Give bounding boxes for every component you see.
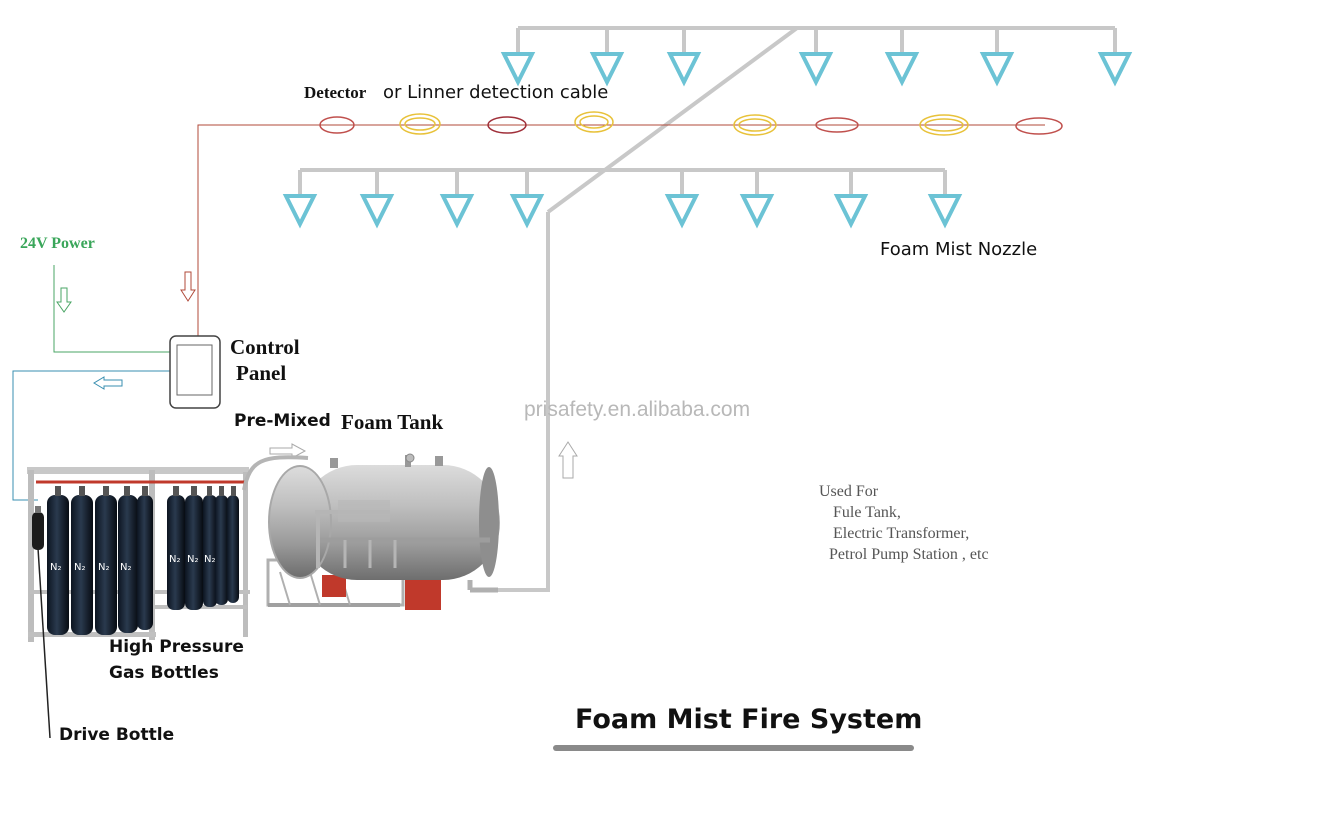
gas-bottle-icon	[47, 495, 69, 635]
tank-inlet-arrow-icon	[269, 443, 307, 459]
bottle-marking: N₂	[204, 554, 216, 565]
gas-bottles-label-line1: High Pressure	[109, 637, 244, 657]
bottle-marking: N₂	[50, 562, 62, 573]
gas-bottle-icon	[227, 495, 239, 603]
bottle-labels: N₂ N₂ N₂ N₂ N₂ N₂ N₂	[50, 554, 216, 573]
title-underline	[553, 745, 914, 751]
nozzle-icon	[282, 194, 318, 229]
gas-bottle-icon	[167, 495, 185, 610]
nozzle-icon	[884, 52, 920, 87]
watermark: prisafety.en.alibaba.com	[524, 398, 751, 421]
lower-nozzle-manifold	[298, 168, 947, 194]
gas-supply-pipe	[242, 455, 309, 491]
detector-icon	[1015, 117, 1063, 135]
foam-tank-icon	[266, 453, 500, 610]
drive-bottle-icon	[32, 506, 44, 550]
used-for-heading: Used For	[819, 483, 879, 500]
lower-nozzles	[282, 194, 963, 229]
upper-nozzles	[500, 52, 1133, 87]
gas-bottle-rack: N₂ N₂ N₂ N₂ N₂ N₂ N₂	[27, 467, 250, 642]
release-signal-line	[12, 370, 172, 501]
bottle-marking: N₂	[98, 562, 110, 573]
foam-tank-label: Foam Tank	[341, 410, 444, 434]
main-riser-pipe	[495, 26, 799, 592]
nozzle-icon	[927, 194, 963, 229]
control-panel-label-line2: Panel	[236, 361, 287, 385]
bottle-marking: N₂	[74, 562, 86, 573]
power-line	[53, 265, 172, 353]
bottle-valves	[55, 486, 236, 496]
nozzle-label: Foam Mist Nozzle	[880, 239, 1038, 260]
detection-cable-label: or Linner detection cable	[383, 82, 609, 103]
bottle-marking: N₂	[120, 562, 132, 573]
used-for-item: Electric Transformer,	[833, 525, 970, 542]
detection-cable	[197, 124, 1045, 340]
control-panel-icon	[169, 335, 221, 409]
detector-label: Detector	[304, 83, 367, 102]
nozzle-icon	[739, 194, 775, 229]
detector-icon	[574, 111, 614, 133]
bottle-marking: N₂	[169, 554, 181, 565]
drive-bottle-pointer	[37, 547, 51, 739]
used-for-item: Petrol Pump Station , etc	[829, 546, 989, 563]
nozzle-icon	[833, 194, 869, 229]
nozzle-icon	[666, 52, 702, 87]
bottle-marking: N₂	[187, 554, 199, 565]
bottle-group-left	[47, 495, 153, 635]
nozzle-icon	[509, 194, 545, 229]
used-for-block: Used For Fule Tank, Electric Transformer…	[819, 481, 989, 565]
nozzle-icon	[439, 194, 475, 229]
gas-bottle-icon	[95, 495, 117, 635]
used-for-item: Fule Tank,	[833, 504, 901, 521]
nozzle-icon	[500, 52, 536, 87]
detector-icon	[487, 116, 527, 134]
nozzle-icon	[664, 194, 700, 229]
upper-nozzle-manifold	[516, 26, 1117, 52]
nozzle-icon	[1097, 52, 1133, 87]
drive-bottle-label: Drive Bottle	[59, 725, 175, 745]
power-label: 24V Power	[20, 235, 95, 252]
signal-down-arrow-icon	[180, 271, 196, 302]
gas-bottles-label: High Pressure Gas Bottles	[109, 634, 244, 686]
release-left-arrow-icon	[93, 376, 123, 390]
detector-icon	[399, 113, 441, 135]
premixed-label: Pre-Mixed	[234, 411, 331, 431]
control-panel-label-line1: Control	[230, 335, 300, 359]
nozzle-icon	[798, 52, 834, 87]
bottle-group-right	[167, 495, 239, 610]
gas-bottle-icon	[118, 495, 138, 633]
detector-icon	[815, 117, 859, 133]
nozzle-icon	[979, 52, 1015, 87]
detector-icon	[319, 116, 355, 134]
nozzle-icon	[589, 52, 625, 87]
detector-icon	[733, 114, 777, 136]
gas-bottle-icon	[203, 495, 217, 607]
detectors	[319, 111, 1063, 136]
gas-bottle-icon	[185, 495, 203, 610]
flow-up-arrow-icon	[558, 441, 578, 479]
gas-bottle-icon	[71, 495, 93, 635]
control-panel-label: Control Panel	[230, 334, 300, 386]
detector-icon	[919, 114, 969, 136]
power-down-arrow-icon	[56, 287, 72, 313]
gas-bottles-label-line2: Gas Bottles	[109, 663, 219, 683]
gas-bottle-icon	[215, 495, 228, 605]
diagram-title: Foam Mist Fire System	[575, 704, 923, 735]
nozzle-icon	[359, 194, 395, 229]
gas-bottle-icon	[137, 495, 153, 630]
